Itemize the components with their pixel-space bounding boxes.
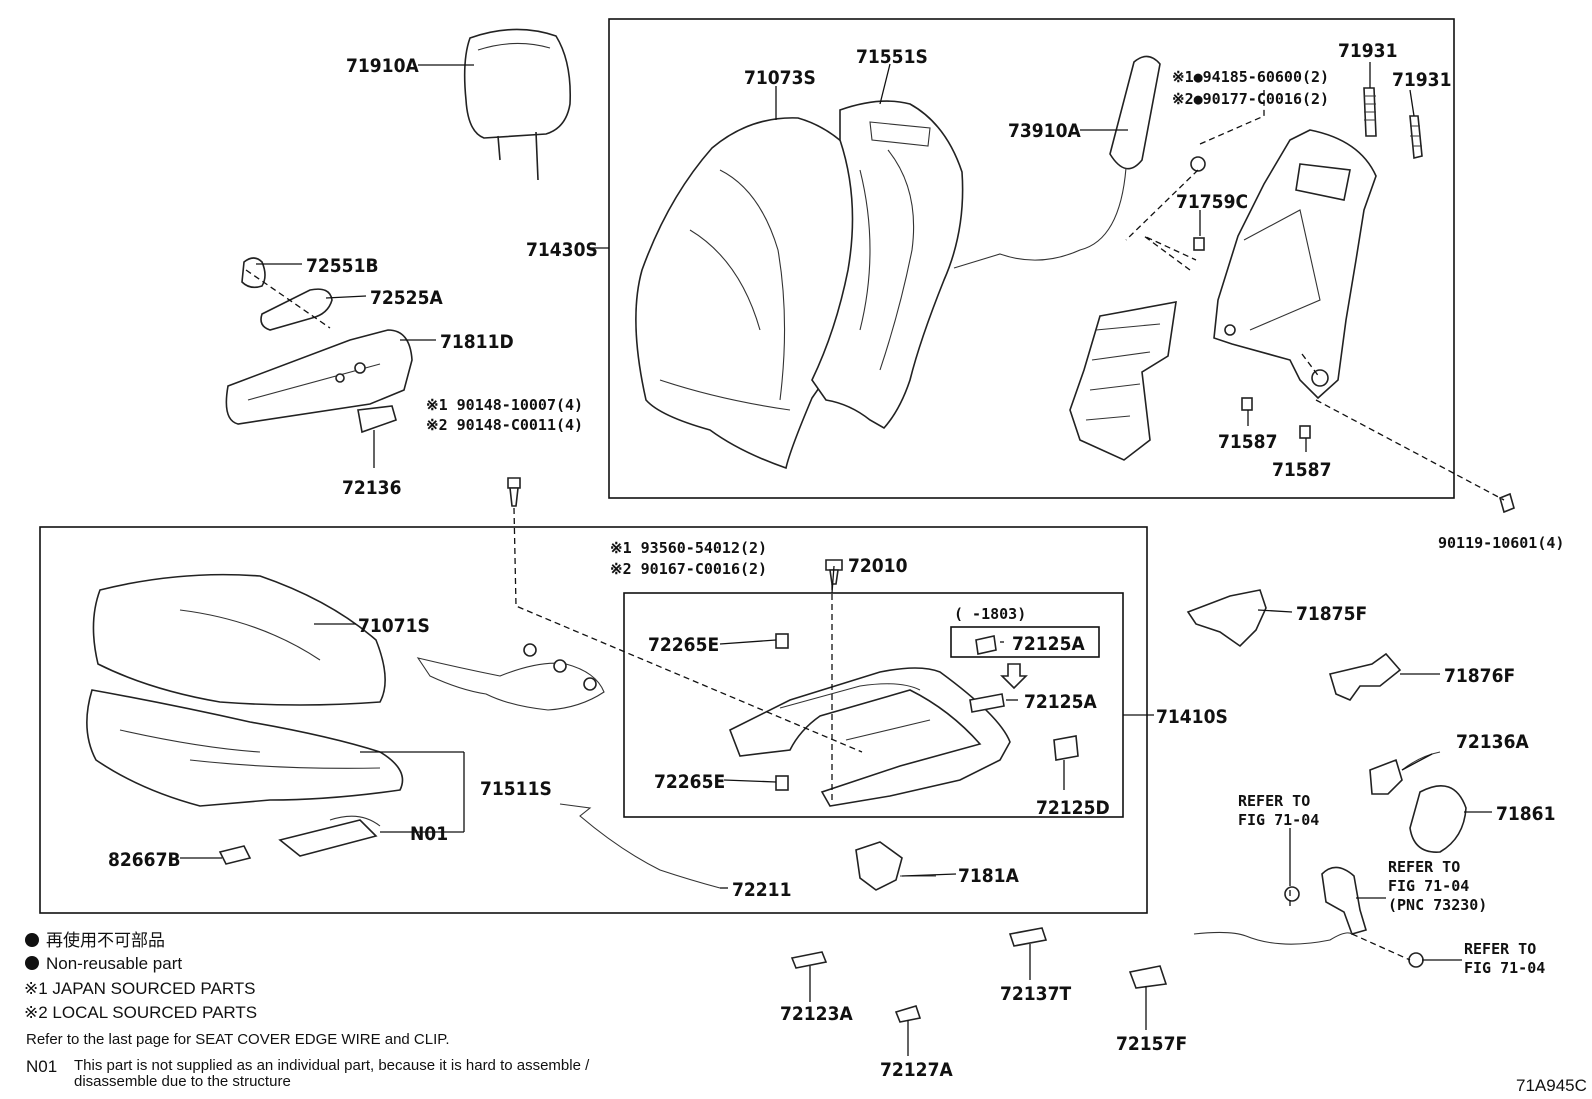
- label-71811D: 71811D: [440, 331, 514, 353]
- label-71910A: 71910A: [346, 55, 419, 77]
- label-71759C: 71759C: [1176, 191, 1248, 213]
- label-72010: 72010: [848, 555, 908, 577]
- refer-1-line1: REFER TO: [1238, 792, 1310, 810]
- wire-rod-drawing: [559, 803, 721, 889]
- seatback-frame-drawing: [1213, 129, 1377, 400]
- nonreusable-dot-icon: [25, 933, 39, 947]
- lumbar-support-drawing: [1069, 237, 1205, 461]
- label-72136: 72136: [342, 477, 401, 499]
- label-71551S: 71551S: [856, 46, 928, 68]
- label-72125D: 72125D: [1036, 797, 1110, 819]
- refer-notes: REFER TO FIG 71-04 REFER TO FIG 71-04 (P…: [1238, 792, 1545, 977]
- legend-japan-sourced: ※1 JAPAN SOURCED PARTS: [24, 979, 256, 998]
- label-71587-a: 71587: [1218, 431, 1277, 453]
- label-73910A: 73910A: [1008, 120, 1081, 142]
- buckle-drawing: [1193, 866, 1424, 968]
- refer-1-line2: FIG 71-04: [1238, 811, 1319, 829]
- armrest-drawing: [225, 257, 413, 434]
- label-71587-b: 71587: [1272, 459, 1331, 481]
- legend-local-sourced: ※2 LOCAL SOURCED PARTS: [24, 1003, 257, 1022]
- seat-track-subassembly-box: [623, 592, 1124, 818]
- label-72211: 72211: [732, 879, 791, 901]
- label-71931-a: 71931: [1338, 40, 1397, 62]
- arrow-down-icon: [1000, 663, 1028, 690]
- switch-knob-drawing: [1369, 751, 1467, 853]
- seatback-pad-drawing: [635, 117, 870, 470]
- clip-drawings: [1241, 397, 1515, 514]
- legend-n01-line2: disassemble due to the structure: [74, 1073, 291, 1090]
- side-shield-drawing: [1186, 589, 1402, 701]
- note-frame-bolt: 90119-10601(4): [1438, 534, 1564, 552]
- legend-refer-last-page: Refer to the last page for SEAT COVER ED…: [26, 1031, 450, 1048]
- label-72525A: 72525A: [370, 287, 443, 309]
- label-72157F: 72157F: [1116, 1033, 1187, 1055]
- dashed-assembly-lines: [245, 90, 1505, 961]
- label-71430S: 71430S: [526, 239, 598, 261]
- note-airbag-nut-local: ※2●90177-C0016(2): [1172, 90, 1329, 108]
- refer-3-line2: FIG 71-04: [1464, 959, 1545, 977]
- note-armrest-screw-japan: ※1 90148-10007(4): [426, 396, 583, 414]
- label-72137T: 72137T: [1000, 983, 1071, 1005]
- label-71876F: 71876F: [1444, 665, 1515, 687]
- label-72551B: 72551B: [306, 255, 379, 277]
- legend-nonreusable-en: Non-reusable part: [46, 954, 182, 973]
- legend-nonreusable-jp: 再使用不可部品: [46, 930, 165, 950]
- refer-2-line2: FIG 71-04: [1388, 877, 1469, 895]
- seat-cushion-pad-drawing: [92, 573, 386, 706]
- label-72265E-a: 72265E: [648, 634, 719, 656]
- label-72127A: 72127A: [880, 1059, 953, 1081]
- refer-2-line3: (PNC 73230): [1388, 896, 1487, 914]
- sensor-mat-drawing: [218, 815, 381, 865]
- part-labels: 71910A 71073S 71551S 73910A 71931 71931 …: [108, 40, 1555, 1081]
- refer-2-line1: REFER TO: [1388, 858, 1460, 876]
- note-armrest-screw-local: ※2 90148-C0011(4): [426, 416, 583, 434]
- label-72125A-b: 72125A: [1024, 691, 1097, 713]
- cover-clip-drawings: [790, 927, 1168, 1023]
- label-82667B: 82667B: [108, 849, 181, 871]
- label-71073S: 71073S: [744, 67, 816, 89]
- seat-cushion-cover-drawing: [86, 689, 404, 807]
- label-71931-b: 71931: [1392, 69, 1451, 91]
- label-N01: N01: [410, 823, 448, 845]
- seatback-assembly-box: [608, 18, 1455, 499]
- headrest-drawing: [463, 28, 572, 181]
- leader-lines: [180, 62, 1492, 1056]
- cushion-wiring-drawing: [416, 643, 605, 711]
- headrest-support-drawing: [1363, 87, 1423, 160]
- harness-7181A-drawing: [855, 841, 936, 891]
- label-71875F: 71875F: [1296, 603, 1367, 625]
- label-7181A: 7181A: [958, 865, 1020, 887]
- label-72123A: 72123A: [780, 1003, 853, 1025]
- legend: 再使用不可部品 Non-reusable part ※1 JAPAN SOURC…: [24, 930, 590, 1090]
- label-72265E-b: 72265E: [654, 771, 725, 793]
- legend-n01-code: N01: [26, 1057, 57, 1076]
- note-seat-bolt-japan: ※1 93560-54012(2): [610, 539, 767, 557]
- bolt-72010-drawing: [825, 559, 843, 585]
- nonreusable-dot-icon: [25, 956, 39, 970]
- note-seat-bolt-local: ※2 90167-C0016(2): [610, 560, 767, 578]
- seat-cushion-assembly-box: [39, 526, 1148, 914]
- label-71511S: 71511S: [480, 778, 552, 800]
- track-part-callout-box: [950, 626, 1100, 658]
- label-71410S: 71410S: [1156, 706, 1228, 728]
- legend-n01-line1: This part is not supplied as an individu…: [74, 1057, 590, 1074]
- refer-3-line1: REFER TO: [1464, 940, 1536, 958]
- seatback-cover-drawing: [811, 100, 964, 430]
- seat-track-drawing: [728, 633, 1079, 807]
- side-airbag-drawing: [953, 55, 1206, 269]
- label-71861: 71861: [1496, 803, 1555, 825]
- note-airbag-nut-japan: ※1●94185-60600(2): [1172, 68, 1329, 86]
- label-range-1803: ( -1803): [954, 605, 1026, 623]
- label-72125A-a: 72125A: [1012, 633, 1085, 655]
- label-71071S: 71071S: [358, 615, 430, 637]
- bolt-notes: ※1●94185-60600(2) ※2●90177-C0016(2) ※1 9…: [426, 68, 1564, 578]
- diagram-id: 71A945C: [1516, 1076, 1587, 1095]
- label-72136A: 72136A: [1456, 731, 1529, 753]
- armrest-screw-drawing: [507, 477, 521, 507]
